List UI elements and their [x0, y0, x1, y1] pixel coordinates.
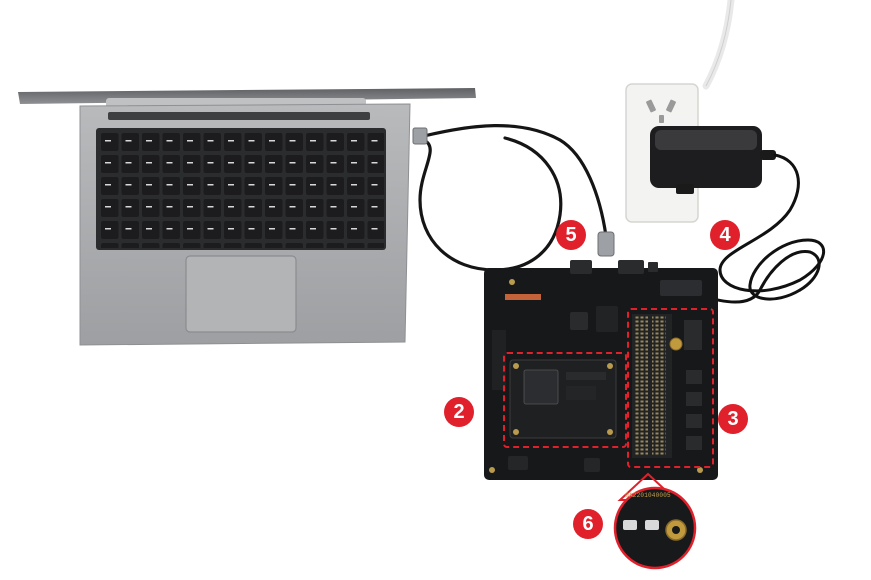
detail-serial-label: 0A2201040005 [625, 492, 671, 499]
module-highlight-box [503, 352, 627, 448]
callout-badge-6: 6 [573, 509, 603, 539]
callout-badge-5: 5 [556, 220, 586, 250]
callout-badge-2: 2 [444, 397, 474, 427]
development-board [484, 260, 718, 480]
button-detail-inset [613, 472, 697, 570]
callout-badge-3: 3 [718, 404, 748, 434]
power-adapter [650, 126, 776, 194]
laptop [18, 88, 476, 346]
usb-c-cable [412, 124, 615, 272]
callout-badge-4: 4 [710, 220, 740, 250]
connector-highlight-box [627, 308, 714, 468]
